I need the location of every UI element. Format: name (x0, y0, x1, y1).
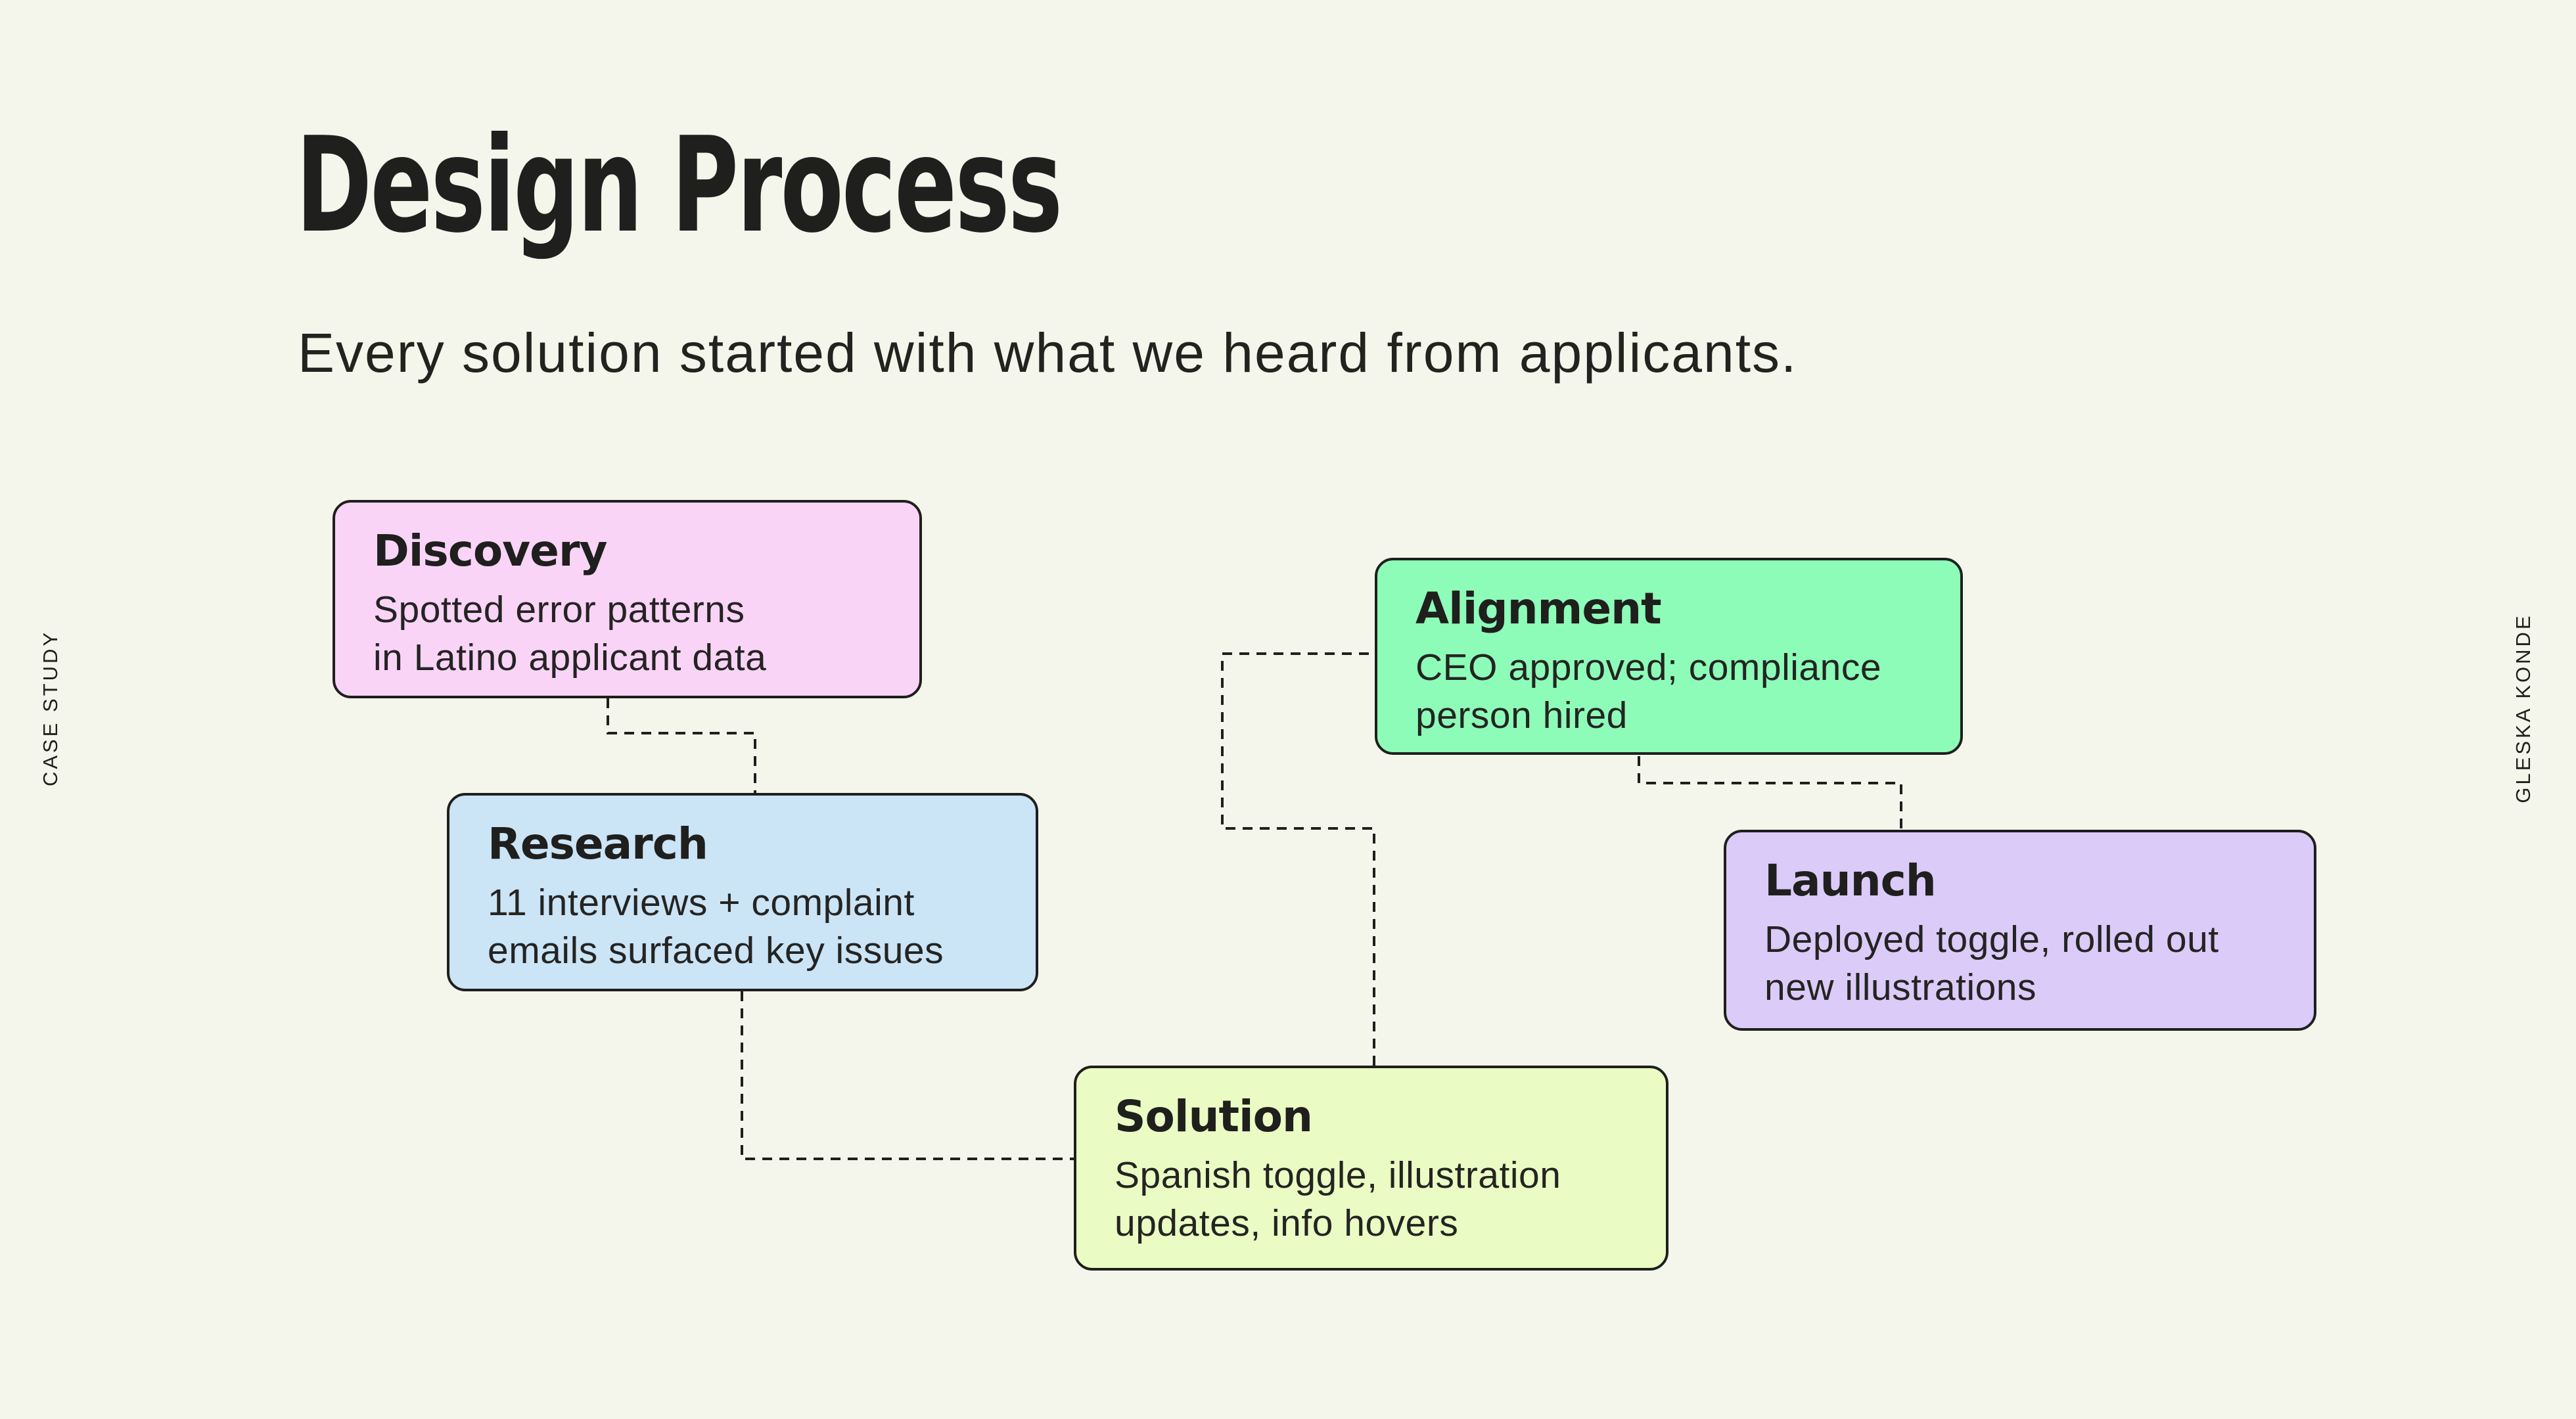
step-description-launch: Deployed toggle, rolled out new illustra… (1764, 918, 2219, 1009)
connector-research-solution (741, 991, 1075, 1160)
step-title-solution: Solution (1115, 1091, 1313, 1142)
side-label-author: GLESKA KONDE (2512, 613, 2535, 803)
step-card-research: Research 11 interviews + complaint email… (447, 793, 1038, 991)
step-description-discovery: Spotted error patterns in Latino applica… (373, 589, 767, 679)
step-title-alignment: Alignment (1415, 583, 1662, 634)
side-label-case-study: CASE STUDY (39, 629, 62, 787)
connector-solution-alignment (1221, 652, 1375, 1066)
step-card-discovery: Discovery Spotted error patterns in Lati… (333, 500, 922, 698)
connector-discovery-research (607, 698, 756, 793)
page-title: Design Process (296, 109, 1063, 262)
step-card-solution: Solution Spanish toggle, illustration up… (1074, 1066, 1668, 1271)
step-title-launch: Launch (1764, 855, 1937, 906)
step-description-solution: Spanish toggle, illustration updates, in… (1115, 1154, 1561, 1245)
step-card-alignment: Alignment CEO approved; compliance perso… (1375, 558, 1963, 755)
connector-alignment-launch (1638, 756, 1902, 830)
step-description-research: 11 interviews + complaint emails surface… (488, 882, 944, 972)
step-title-research: Research (488, 819, 708, 869)
step-title-discovery: Discovery (373, 526, 608, 576)
step-card-launch: Launch Deployed toggle, rolled out new i… (1724, 830, 2316, 1031)
step-description-alignment: CEO approved; compliance person hired (1415, 646, 1882, 737)
page-subtitle: Every solution started with what we hear… (298, 322, 1798, 384)
